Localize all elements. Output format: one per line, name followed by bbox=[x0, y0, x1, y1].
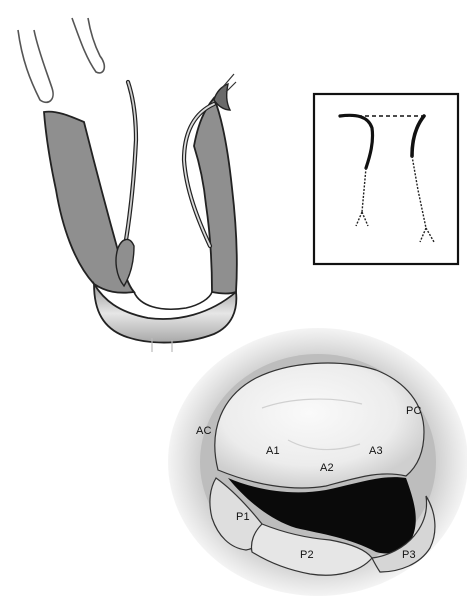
label-ac: AC bbox=[196, 425, 212, 437]
label-p1: P1 bbox=[236, 511, 250, 523]
label-p2: P2 bbox=[300, 549, 314, 561]
aorta-outline bbox=[72, 18, 104, 73]
mitral-valve-view bbox=[168, 328, 467, 596]
heart-section bbox=[18, 18, 237, 352]
label-p3: P3 bbox=[402, 549, 416, 561]
inner-cavity-curve bbox=[134, 292, 212, 309]
left-atrium-outline bbox=[18, 30, 53, 102]
label-pc: PC bbox=[406, 405, 422, 417]
inset-diagram bbox=[314, 94, 458, 264]
label-a3: A3 bbox=[369, 445, 383, 457]
label-a1: A1 bbox=[266, 445, 280, 457]
inset-frame bbox=[314, 94, 458, 264]
anterior-ventricular-wall bbox=[194, 98, 237, 294]
label-a2: A2 bbox=[320, 462, 334, 474]
